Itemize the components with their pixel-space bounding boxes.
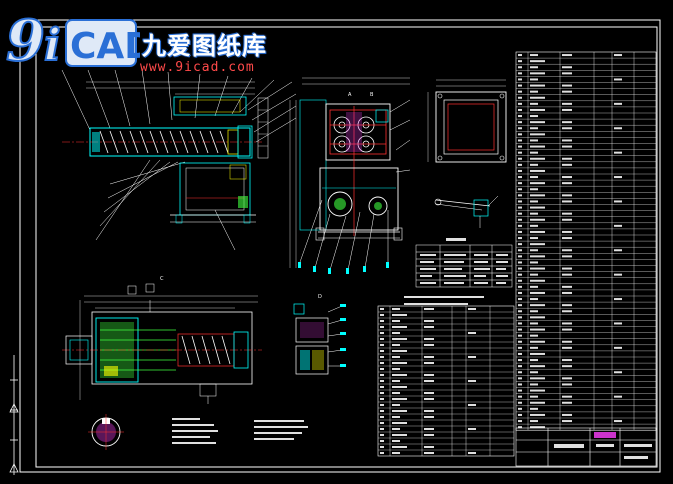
section-label-c: C [160, 276, 164, 282]
svg-text:i: i [44, 20, 61, 71]
section-label-b: B [370, 92, 374, 98]
notes-block-mid [404, 296, 484, 305]
section-label-d: D [318, 294, 322, 300]
section-view-cc: D [293, 294, 346, 375]
leader-lines-top [61, 69, 297, 143]
watermark-chinese-name: 九爱图纸库 [142, 32, 267, 60]
end-view: A B [289, 77, 411, 274]
screw-flights [99, 130, 229, 154]
title-block [515, 427, 657, 467]
lever-detail [434, 195, 499, 228]
svg-text:CAD: CAD [70, 26, 140, 67]
parts-list-right [515, 51, 657, 431]
shaft-cross-section [88, 414, 124, 450]
leader-lines-bottom [95, 159, 236, 251]
left-margin-marks [9, 355, 19, 475]
tech-notes [172, 418, 308, 444]
outer-frame [19, 19, 661, 473]
watermark-url: www.9icad.com [140, 60, 255, 75]
inner-frame [35, 26, 658, 468]
tech-param-table [415, 238, 513, 288]
svg-text:9: 9 [6, 8, 45, 74]
watermark: 9 i CAD 九爱图纸库 www.9icad.com [4, 6, 304, 76]
section-label-a: A [348, 92, 352, 98]
main-longitudinal-view [61, 69, 297, 251]
flange-view [427, 79, 507, 163]
9icad-logo-icon: 9 i CAD [5, 7, 140, 75]
parts-list-left [377, 305, 515, 457]
plan-view: C [62, 276, 262, 404]
